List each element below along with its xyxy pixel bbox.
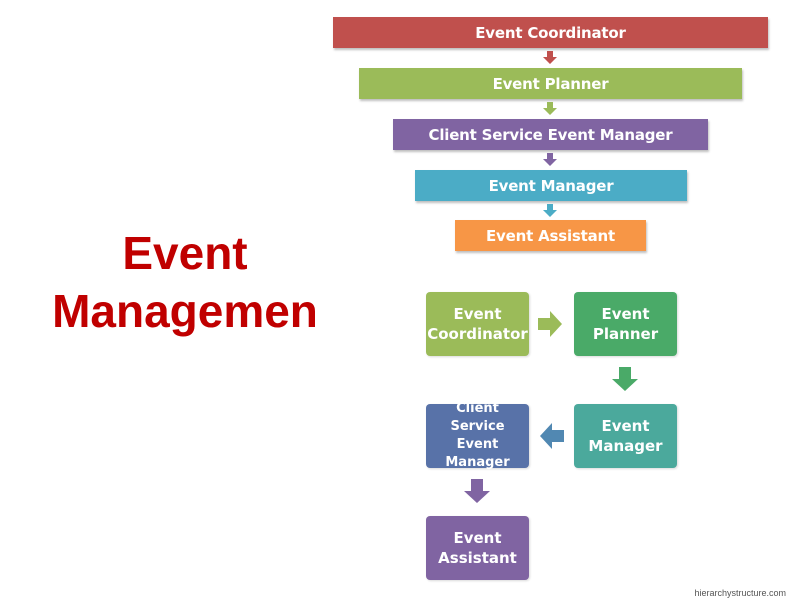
arrow-down-icon: [543, 204, 557, 218]
arrow-down-icon: [543, 102, 557, 116]
flow-box-event-planner: Event Planner: [574, 292, 677, 356]
credit-text: hierarchystructure.com: [694, 588, 786, 598]
arrow-down-icon: [464, 479, 490, 503]
flow-box-label: Event Manager: [588, 417, 663, 455]
arrow-down-icon: [543, 153, 557, 167]
page-title: Event Managemen: [20, 224, 350, 340]
flow-box-client-service-event-manager: Client Service Event Manager: [426, 401, 529, 470]
arrow-down-icon: [543, 51, 557, 65]
arrow-down-icon: [612, 367, 638, 391]
title-line-2: Managemen: [52, 285, 318, 337]
hierarchy-bar-event-manager: Event Manager: [415, 170, 687, 201]
title-line-1: Event: [122, 227, 248, 279]
hierarchy-bar-event-coordinator: Event Coordinator: [333, 17, 768, 48]
flow-box-label: Event Coordinator: [427, 305, 528, 343]
hierarchy-bar-event-assistant: Event Assistant: [455, 220, 646, 251]
flow-box-label: Event Assistant: [438, 529, 517, 567]
hierarchy-bar-event-planner: Event Planner: [359, 68, 742, 99]
flow-box-event-coordinator: Event Coordinator: [426, 292, 529, 356]
flow-box-label: Client Service Event Manager: [445, 401, 510, 470]
flow-box-label: Event Planner: [592, 305, 659, 343]
hierarchy-bar-client-service-event-manager: Client Service Event Manager: [393, 119, 708, 150]
arrow-right-icon: [538, 311, 562, 337]
arrow-left-icon: [540, 423, 564, 449]
flow-box-event-manager: Event Manager: [574, 404, 677, 468]
flow-box-event-assistant: Event Assistant: [426, 516, 529, 580]
